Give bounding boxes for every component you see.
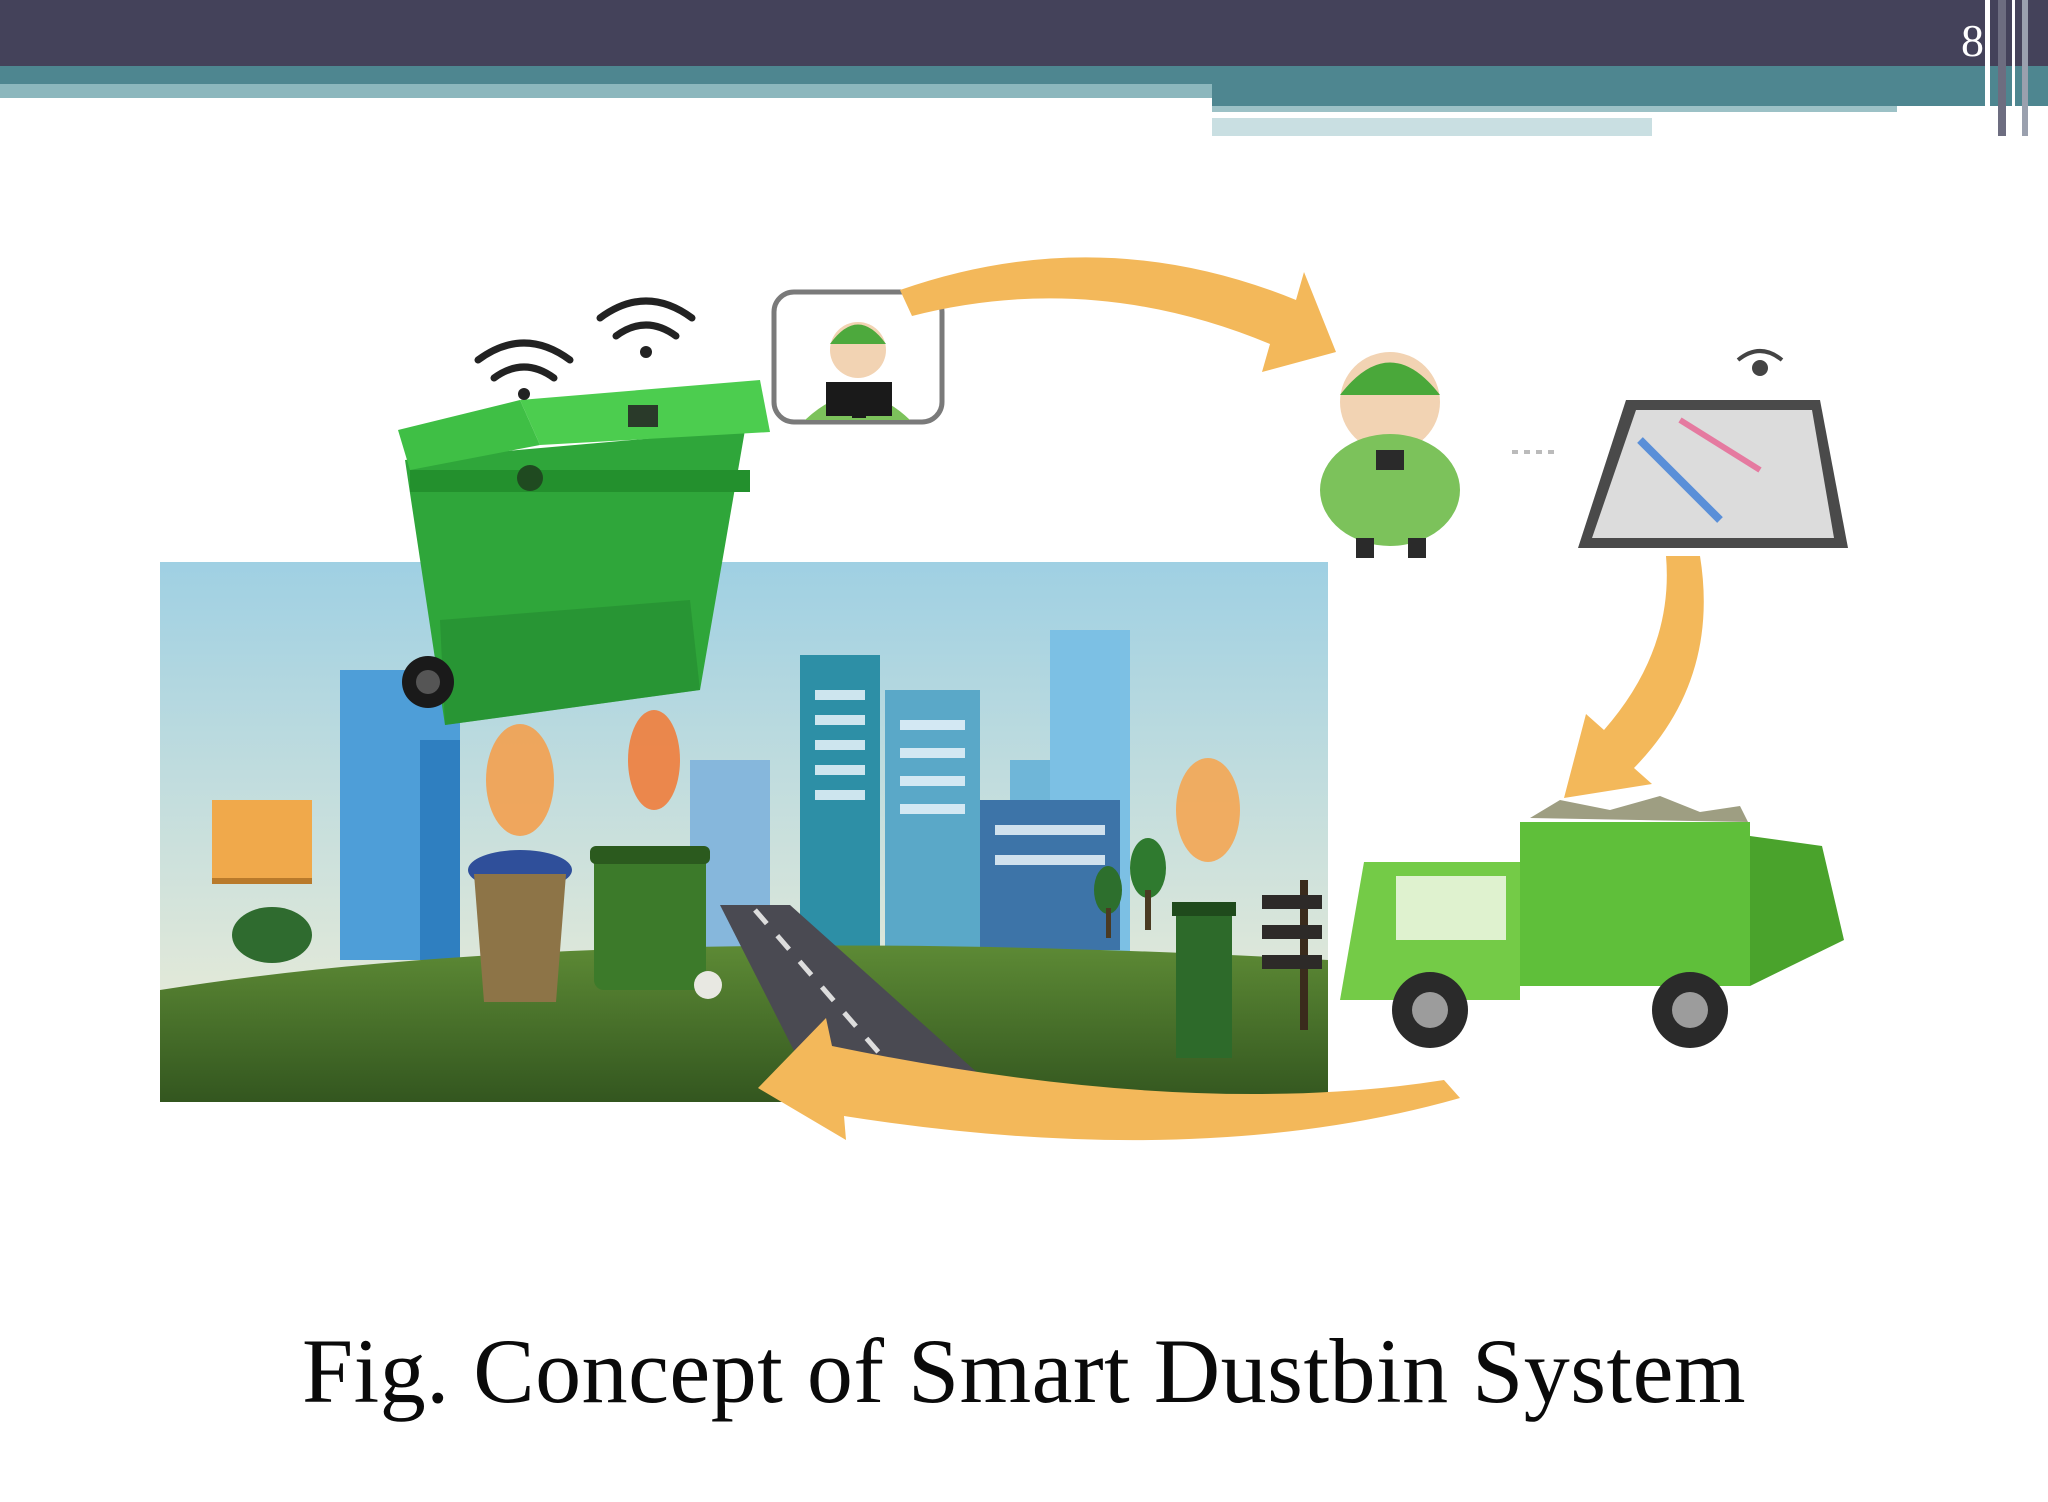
billboard	[212, 800, 312, 878]
process-arrows	[758, 257, 1704, 1141]
monitoring-operator-icon	[771, 289, 945, 425]
arrow-to-truck	[1564, 556, 1704, 798]
figure-caption: Fig. Concept of Smart Dustbin System	[302, 1320, 1746, 1422]
slide-header-bar	[0, 0, 2048, 136]
road	[720, 905, 1010, 1102]
wifi-icon	[474, 339, 574, 400]
signpost	[1262, 880, 1322, 1030]
tablet-map-icon	[1578, 349, 1848, 548]
arrow-to-worker	[900, 257, 1336, 372]
smart-bin-icon	[398, 380, 770, 725]
waste-worker-icon	[1320, 352, 1460, 558]
garbage-truck-icon	[1340, 796, 1844, 1048]
slide-number: 8	[1961, 15, 1984, 66]
wifi-icon	[596, 297, 696, 358]
odor-markers	[486, 710, 1240, 862]
trees	[232, 838, 1166, 963]
arrow-to-city	[758, 1018, 1460, 1141]
street-bins	[468, 846, 1236, 1058]
city-scene	[160, 562, 1328, 1102]
